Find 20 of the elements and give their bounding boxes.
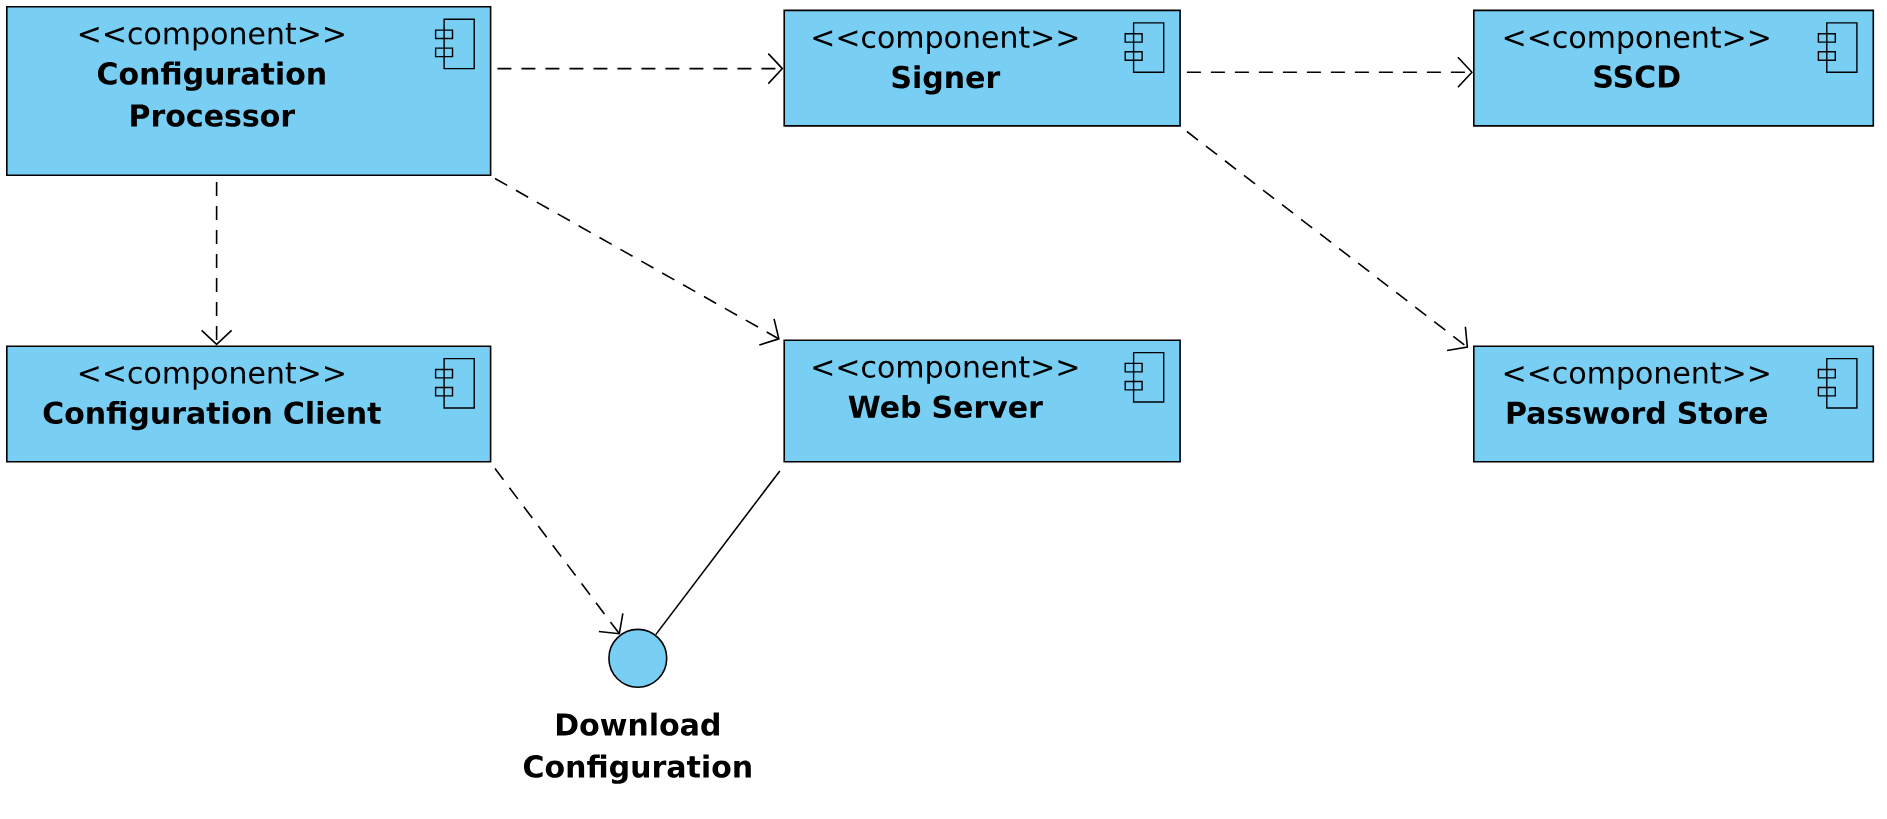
dependency-arrow: [200, 181, 233, 346]
dependency-arrow: [1186, 56, 1473, 88]
component-name: Password Store: [1507, 400, 1767, 425]
interface-label: Download Configuration: [523, 712, 751, 784]
stereotype-label: <<component>>: [813, 356, 1078, 384]
component-name: Configuration Processor: [97, 61, 325, 127]
dependency-arrow: [1186, 130, 1469, 352]
connector-line: [654, 470, 781, 636]
stereotype-label: <<component>>: [1504, 26, 1769, 54]
stereotype-label: <<component>>: [79, 23, 344, 51]
component-name: SSCD: [1594, 65, 1680, 88]
stereotype-label: <<component>>: [813, 26, 1078, 54]
dependency-arrow: [494, 177, 780, 346]
component-name: Web Server: [848, 394, 1043, 419]
component-name: Signer: [892, 65, 1001, 95]
dependency-arrow: [494, 467, 624, 635]
dependency-arrow: [496, 52, 784, 85]
component-name: Configuration Client: [43, 400, 381, 431]
stereotype-label: <<component>>: [1504, 362, 1769, 390]
stereotype-label: <<component>>: [79, 362, 344, 390]
